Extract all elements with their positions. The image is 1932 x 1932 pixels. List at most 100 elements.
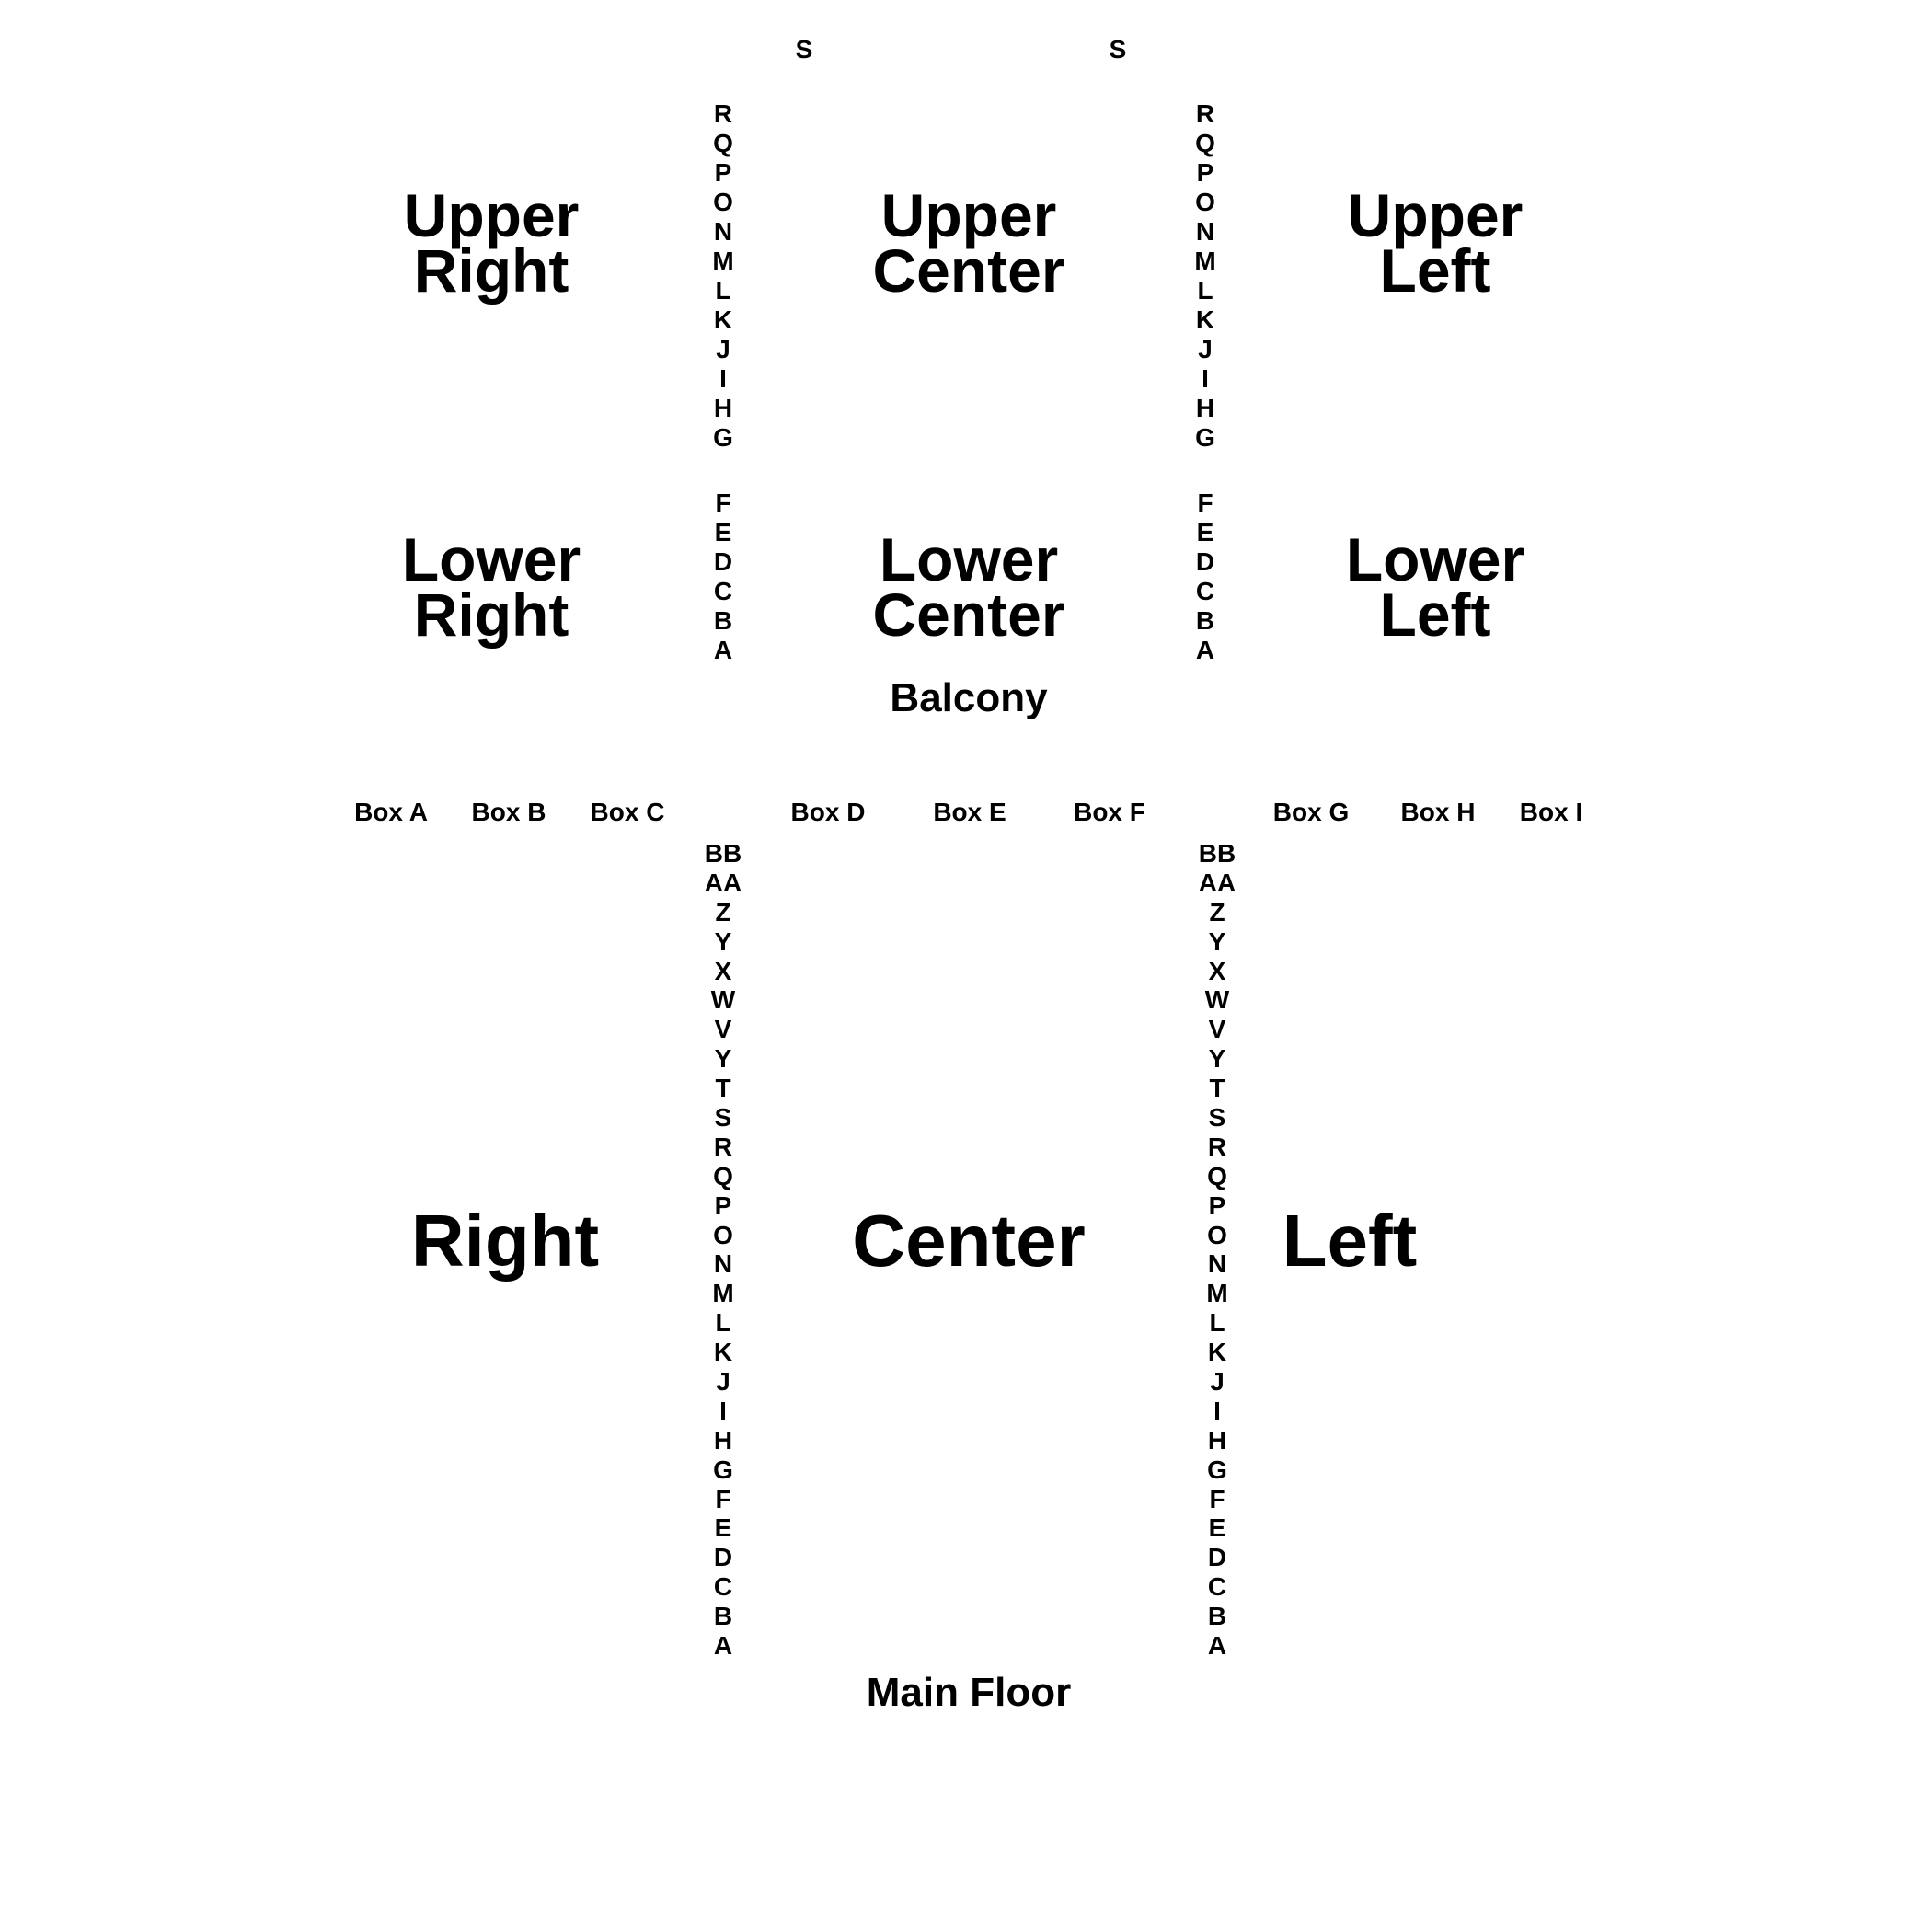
- balcony-upper-right-row-label: H: [1195, 394, 1215, 422]
- balcony-upper-right-row-label: N: [1195, 217, 1215, 246]
- balcony-upper-left-row-label: O: [713, 188, 733, 216]
- main-floor-left-row-label: AA: [704, 868, 742, 897]
- main-floor-left-row-label: S: [714, 1103, 732, 1133]
- main-floor-left-row-label: A: [713, 1631, 733, 1661]
- balcony-lower-left-row-label: E: [714, 518, 732, 546]
- section-upper-right-line2: Right: [413, 236, 569, 305]
- section-lower-center: Lower Center: [872, 529, 1065, 649]
- main-floor-right-row-label: Y: [1208, 926, 1226, 956]
- balcony-upper-left-row-label: M: [712, 247, 734, 275]
- main-floor-right-row-label: P: [1208, 1190, 1226, 1220]
- main-floor-left-row-label: P: [714, 1190, 732, 1220]
- section-main-center: Center: [852, 1200, 1086, 1282]
- main-floor-right-row-label: W: [1204, 985, 1230, 1015]
- balcony-upper-right-row-label: K: [1195, 305, 1215, 334]
- main-floor-right-row-label: D: [1207, 1543, 1227, 1572]
- box-d: Box D: [790, 798, 866, 826]
- main-floor-left-row-label: D: [713, 1543, 733, 1572]
- section-lower-left: Lower Left: [1346, 529, 1524, 649]
- box-i: Box I: [1519, 798, 1583, 826]
- main-floor-right-row-label: J: [1210, 1367, 1225, 1397]
- main-floor-right-row-label: Y: [1208, 1044, 1226, 1074]
- section-upper-right: Upper Right: [403, 181, 580, 305]
- main-floor-left-row-label: BB: [704, 839, 742, 868]
- balcony-lower-left-row-label: B: [713, 606, 733, 635]
- main-floor-right-row-label: V: [1208, 1015, 1226, 1044]
- balcony-upper-right-row-label: R: [1195, 99, 1215, 128]
- balcony-upper-right-row-label: J: [1198, 335, 1213, 363]
- balcony-lower-right-row-label: F: [1197, 489, 1213, 517]
- main-floor-left-row-label: M: [712, 1279, 734, 1308]
- main-floor-left-row-label: Y: [714, 1044, 732, 1074]
- balcony-lower-right-row-label: A: [1195, 636, 1215, 664]
- main-floor-right-row-label: L: [1209, 1308, 1225, 1338]
- balcony-upper-left-row-label: L: [715, 276, 731, 305]
- balcony-lower-right-row-label: C: [1195, 577, 1215, 605]
- section-upper-left-line2: Left: [1379, 236, 1491, 305]
- section-upper-center: Upper Center: [872, 185, 1064, 301]
- balcony-upper-left-row-label: K: [713, 305, 733, 334]
- main-floor-left-row-label: X: [714, 956, 732, 985]
- box-a: Box A: [354, 798, 428, 826]
- balcony-upper-left-row-label: R: [713, 99, 733, 128]
- main-floor-right-row-label: BB: [1198, 839, 1236, 868]
- main-floor-right-row-label: I: [1213, 1396, 1221, 1425]
- section-upper-left-line1: Upper: [1347, 181, 1524, 249]
- balcony-upper-right-row-label: I: [1202, 364, 1209, 393]
- main-floor-right-row-label: N: [1207, 1249, 1227, 1279]
- balcony-upper-right-row-label: Q: [1195, 129, 1215, 157]
- section-lower-center-line2: Center: [872, 581, 1065, 649]
- section-lower-left-line2: Left: [1379, 581, 1491, 649]
- section-main-left: Left: [1282, 1200, 1418, 1282]
- section-upper-right-line1: Upper: [403, 181, 580, 249]
- main-floor-right-row-label: E: [1208, 1513, 1226, 1543]
- balcony-marker-s-right: S: [1109, 35, 1127, 63]
- main-floor-right-row-label: A: [1207, 1631, 1227, 1661]
- box-h: Box H: [1400, 798, 1476, 826]
- main-floor-right-row-label: S: [1208, 1103, 1226, 1133]
- balcony-lower-left-row-label: D: [713, 547, 733, 576]
- balcony-upper-left-row-label: N: [713, 217, 733, 246]
- section-upper-left: Upper Left: [1347, 181, 1524, 305]
- main-floor-right-row-label: F: [1209, 1484, 1225, 1513]
- main-floor-right-row-label: G: [1207, 1455, 1227, 1484]
- main-floor-left-row-label: B: [713, 1602, 733, 1631]
- balcony-upper-left-row-label: G: [713, 423, 733, 452]
- box-g: Box G: [1272, 798, 1350, 826]
- main-floor-left-row-label: I: [719, 1396, 727, 1425]
- section-main-right: Right: [410, 1200, 600, 1282]
- balcony-lower-right-row-label: D: [1195, 547, 1215, 576]
- section-lower-right-line2: Right: [413, 581, 569, 649]
- balcony-lower-left-row-label: C: [713, 577, 733, 605]
- main-floor-left-row-label: J: [716, 1367, 730, 1397]
- box-e: Box E: [933, 798, 1006, 826]
- main-floor-left-row-label: Q: [713, 1161, 733, 1190]
- balcony-upper-right-row-label: P: [1196, 158, 1214, 187]
- main-floor-left-row-label: R: [713, 1132, 733, 1161]
- main-floor-left-row-label: G: [713, 1455, 733, 1484]
- main-floor-right-row-label: Z: [1209, 897, 1225, 926]
- box-c: Box C: [590, 798, 665, 826]
- balcony-upper-left-row-label: H: [713, 394, 733, 422]
- main-floor-right-row-label: Q: [1207, 1161, 1227, 1190]
- main-floor-left-row-label: N: [713, 1249, 733, 1279]
- main-floor-right-row-label: H: [1207, 1425, 1227, 1455]
- section-lower-right-line1: Lower: [401, 525, 581, 593]
- balcony-upper-left-row-label: Q: [713, 129, 733, 157]
- main-floor-left-row-label: H: [713, 1425, 733, 1455]
- main-floor-right-row-label: K: [1207, 1338, 1227, 1367]
- balcony-upper-left-row-label: I: [719, 364, 727, 393]
- main-floor-left-row-label: C: [713, 1572, 733, 1602]
- main-floor-left-row-label: Y: [714, 926, 732, 956]
- balcony-caption: Balcony: [890, 675, 1048, 720]
- balcony-lower-right-row-label: E: [1196, 518, 1214, 546]
- main-floor-left-row-label: W: [710, 985, 736, 1015]
- main-floor-left-row-label: F: [715, 1484, 731, 1513]
- main-floor-right-row-label: O: [1207, 1220, 1227, 1249]
